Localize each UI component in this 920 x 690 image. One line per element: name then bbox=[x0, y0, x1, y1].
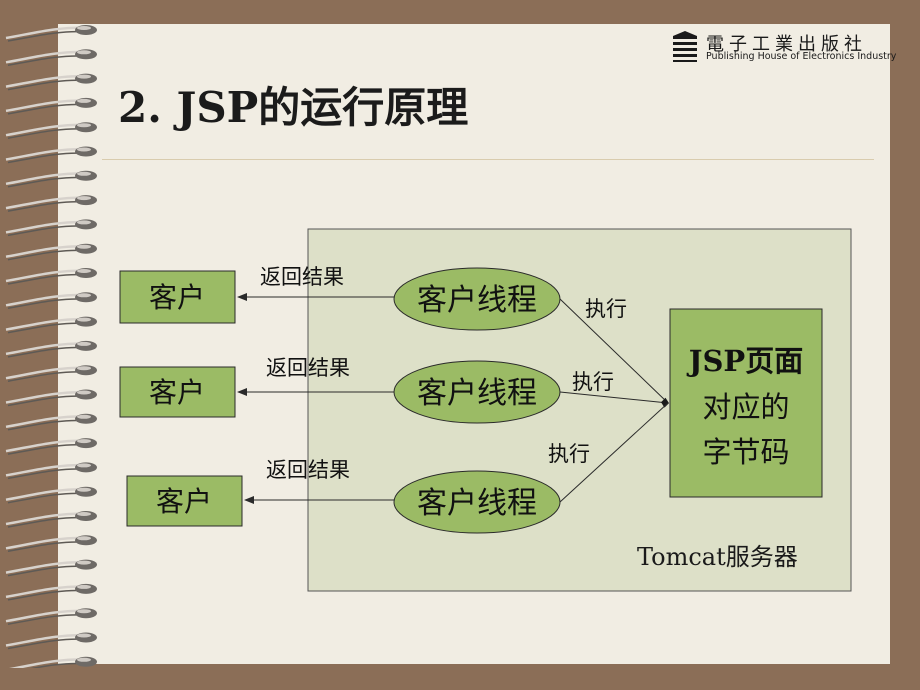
client-1-label: 客户 bbox=[149, 281, 205, 314]
spiral-coil bbox=[5, 292, 97, 310]
spiral-coil bbox=[5, 243, 97, 261]
spiral-coil bbox=[5, 170, 97, 188]
execute-line-2 bbox=[559, 391, 669, 408]
spiral-coil bbox=[8, 656, 97, 668]
spiral-coil bbox=[5, 122, 97, 139]
spiral-coil bbox=[5, 268, 97, 285]
client-thread-2-label: 客户线程 bbox=[417, 376, 537, 411]
spiral-coil bbox=[5, 316, 97, 334]
execute-line-1 bbox=[559, 298, 669, 404]
spiral-coil bbox=[5, 49, 97, 67]
client-thread-1: 客户线程 bbox=[393, 267, 561, 331]
client-thread-2: 客户线程 bbox=[393, 360, 561, 424]
return-label-2: 返回结果 bbox=[266, 356, 350, 380]
spiral-binding bbox=[5, 25, 97, 668]
publisher-logo: 電子工業出版社 Publishing House of Electronics … bbox=[670, 28, 896, 68]
title-divider bbox=[102, 159, 874, 160]
publisher-name-cn: 電子工業出版社 bbox=[706, 34, 867, 55]
spiral-coil bbox=[5, 535, 97, 553]
bytecode-line-1: JSP页面 bbox=[686, 344, 803, 378]
slide-title: 2. JSP的运行原理 bbox=[118, 83, 469, 132]
spiral-coil bbox=[5, 219, 97, 237]
bytecode-line-2: 对应的 bbox=[702, 390, 789, 424]
execute-label-2: 执行 bbox=[572, 370, 614, 394]
spiral-coil bbox=[5, 73, 97, 91]
jsp-bytecode-box: JSP页面 对应的 字节码 bbox=[669, 308, 823, 498]
spiral-coil bbox=[5, 559, 97, 577]
spiral-coil bbox=[5, 413, 97, 431]
spiral-coil bbox=[5, 583, 97, 601]
return-label-3: 返回结果 bbox=[266, 458, 350, 482]
spiral-coil bbox=[5, 438, 97, 455]
client-2: 客户 bbox=[119, 366, 236, 418]
spiral-coil bbox=[5, 632, 97, 650]
client-3: 客户 bbox=[126, 475, 243, 527]
spiral-coil bbox=[5, 389, 97, 407]
spiral-coil bbox=[5, 340, 97, 358]
execute-line-3 bbox=[559, 402, 669, 503]
spiral-coil bbox=[5, 486, 97, 504]
return-label-1: 返回结果 bbox=[260, 265, 344, 289]
execute-label-3: 执行 bbox=[548, 442, 590, 466]
publisher-name-en: Publishing House of Electronics Industry bbox=[706, 51, 897, 62]
client-2-label: 客户 bbox=[149, 376, 205, 409]
publisher-emblem-icon bbox=[673, 31, 697, 62]
bytecode-line-3: 字节码 bbox=[702, 435, 789, 469]
spiral-coil bbox=[5, 195, 97, 212]
spiral-coil bbox=[5, 97, 97, 115]
server-label: Tomcat服务器 bbox=[637, 543, 798, 571]
spiral-coil bbox=[5, 608, 97, 625]
client-thread-3-label: 客户线程 bbox=[417, 486, 537, 521]
spiral-coil bbox=[5, 146, 97, 164]
client-3-label: 客户 bbox=[156, 485, 212, 518]
spiral-coil bbox=[5, 511, 97, 528]
execute-label-1: 执行 bbox=[585, 297, 627, 321]
spiral-coil bbox=[5, 462, 97, 480]
client-thread-3: 客户线程 bbox=[393, 470, 561, 534]
spiral-coil bbox=[5, 25, 97, 42]
spiral-coil bbox=[5, 365, 97, 382]
client-1: 客户 bbox=[119, 270, 236, 324]
client-thread-1-label: 客户线程 bbox=[417, 283, 537, 318]
